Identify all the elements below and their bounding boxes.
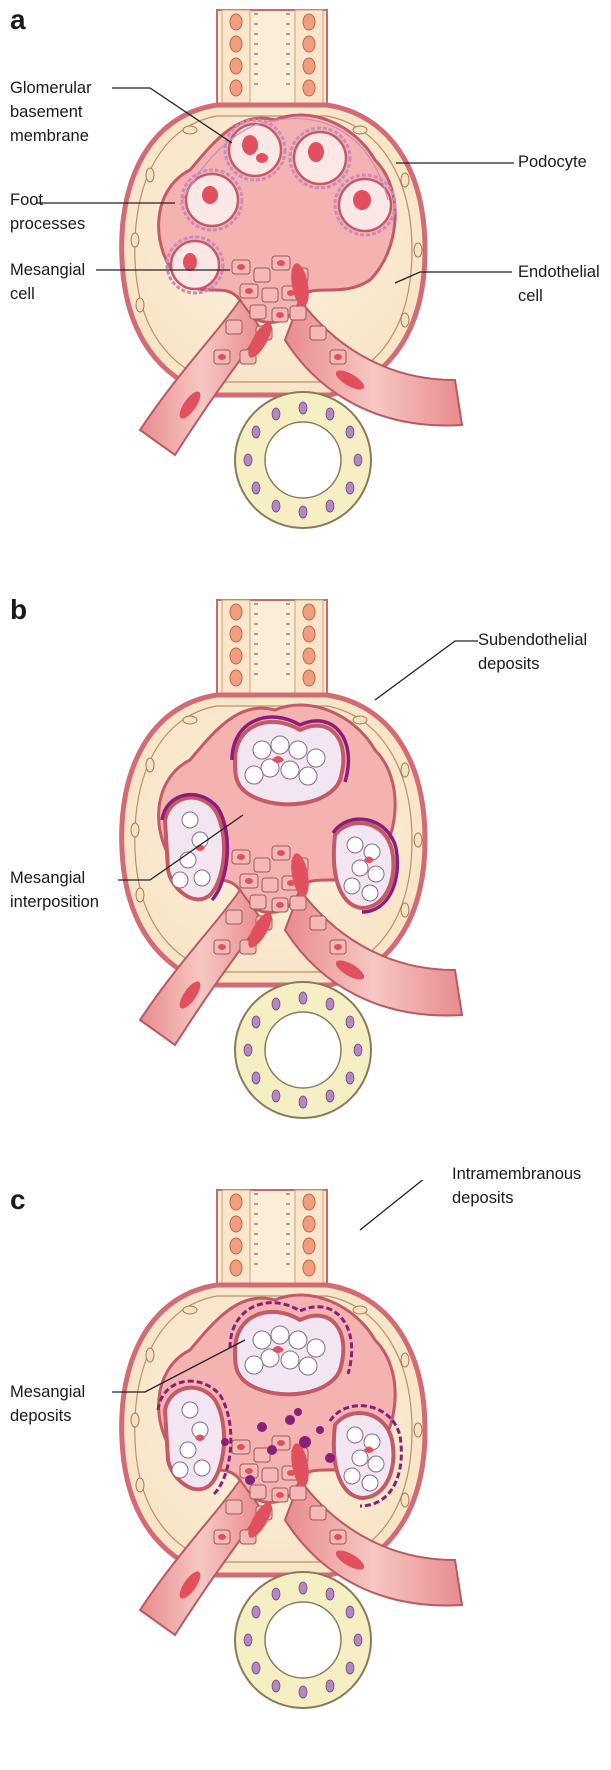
label-mesangial-cell: Mesangial cell — [10, 258, 85, 306]
leader-intramembranous — [360, 1180, 455, 1230]
panel-letter: a — [10, 4, 26, 36]
label-endothelial-cell: Endothelial cell — [518, 260, 600, 308]
label-glomerular-basement-membrane: Glomerular basement membrane — [10, 76, 92, 148]
glomerulus-intramembranous-diagram — [0, 1180, 611, 1769]
panel-c: c Intramembranous deposits Mesangial dep… — [0, 1180, 611, 1770]
panel-letter: b — [10, 594, 27, 626]
label-mesangial-interposition: Mesangial interposition — [10, 866, 99, 914]
leader-subendothelial — [375, 641, 478, 700]
label-mesangial-deposits: Mesangial deposits — [10, 1380, 85, 1428]
label-subendothelial-deposits: Subendothelial deposits — [478, 628, 587, 676]
label-foot-processes: Foot processes — [10, 188, 85, 236]
label-intramembranous-deposits: Intramembranous deposits — [452, 1162, 581, 1210]
panel-a: a Glomerular basement membrane Foot proc… — [0, 0, 611, 590]
label-podocyte: Podocyte — [518, 150, 587, 174]
panel-letter: c — [10, 1184, 26, 1216]
panel-b: b Subendothelial deposits Mesangial inte… — [0, 590, 611, 1180]
